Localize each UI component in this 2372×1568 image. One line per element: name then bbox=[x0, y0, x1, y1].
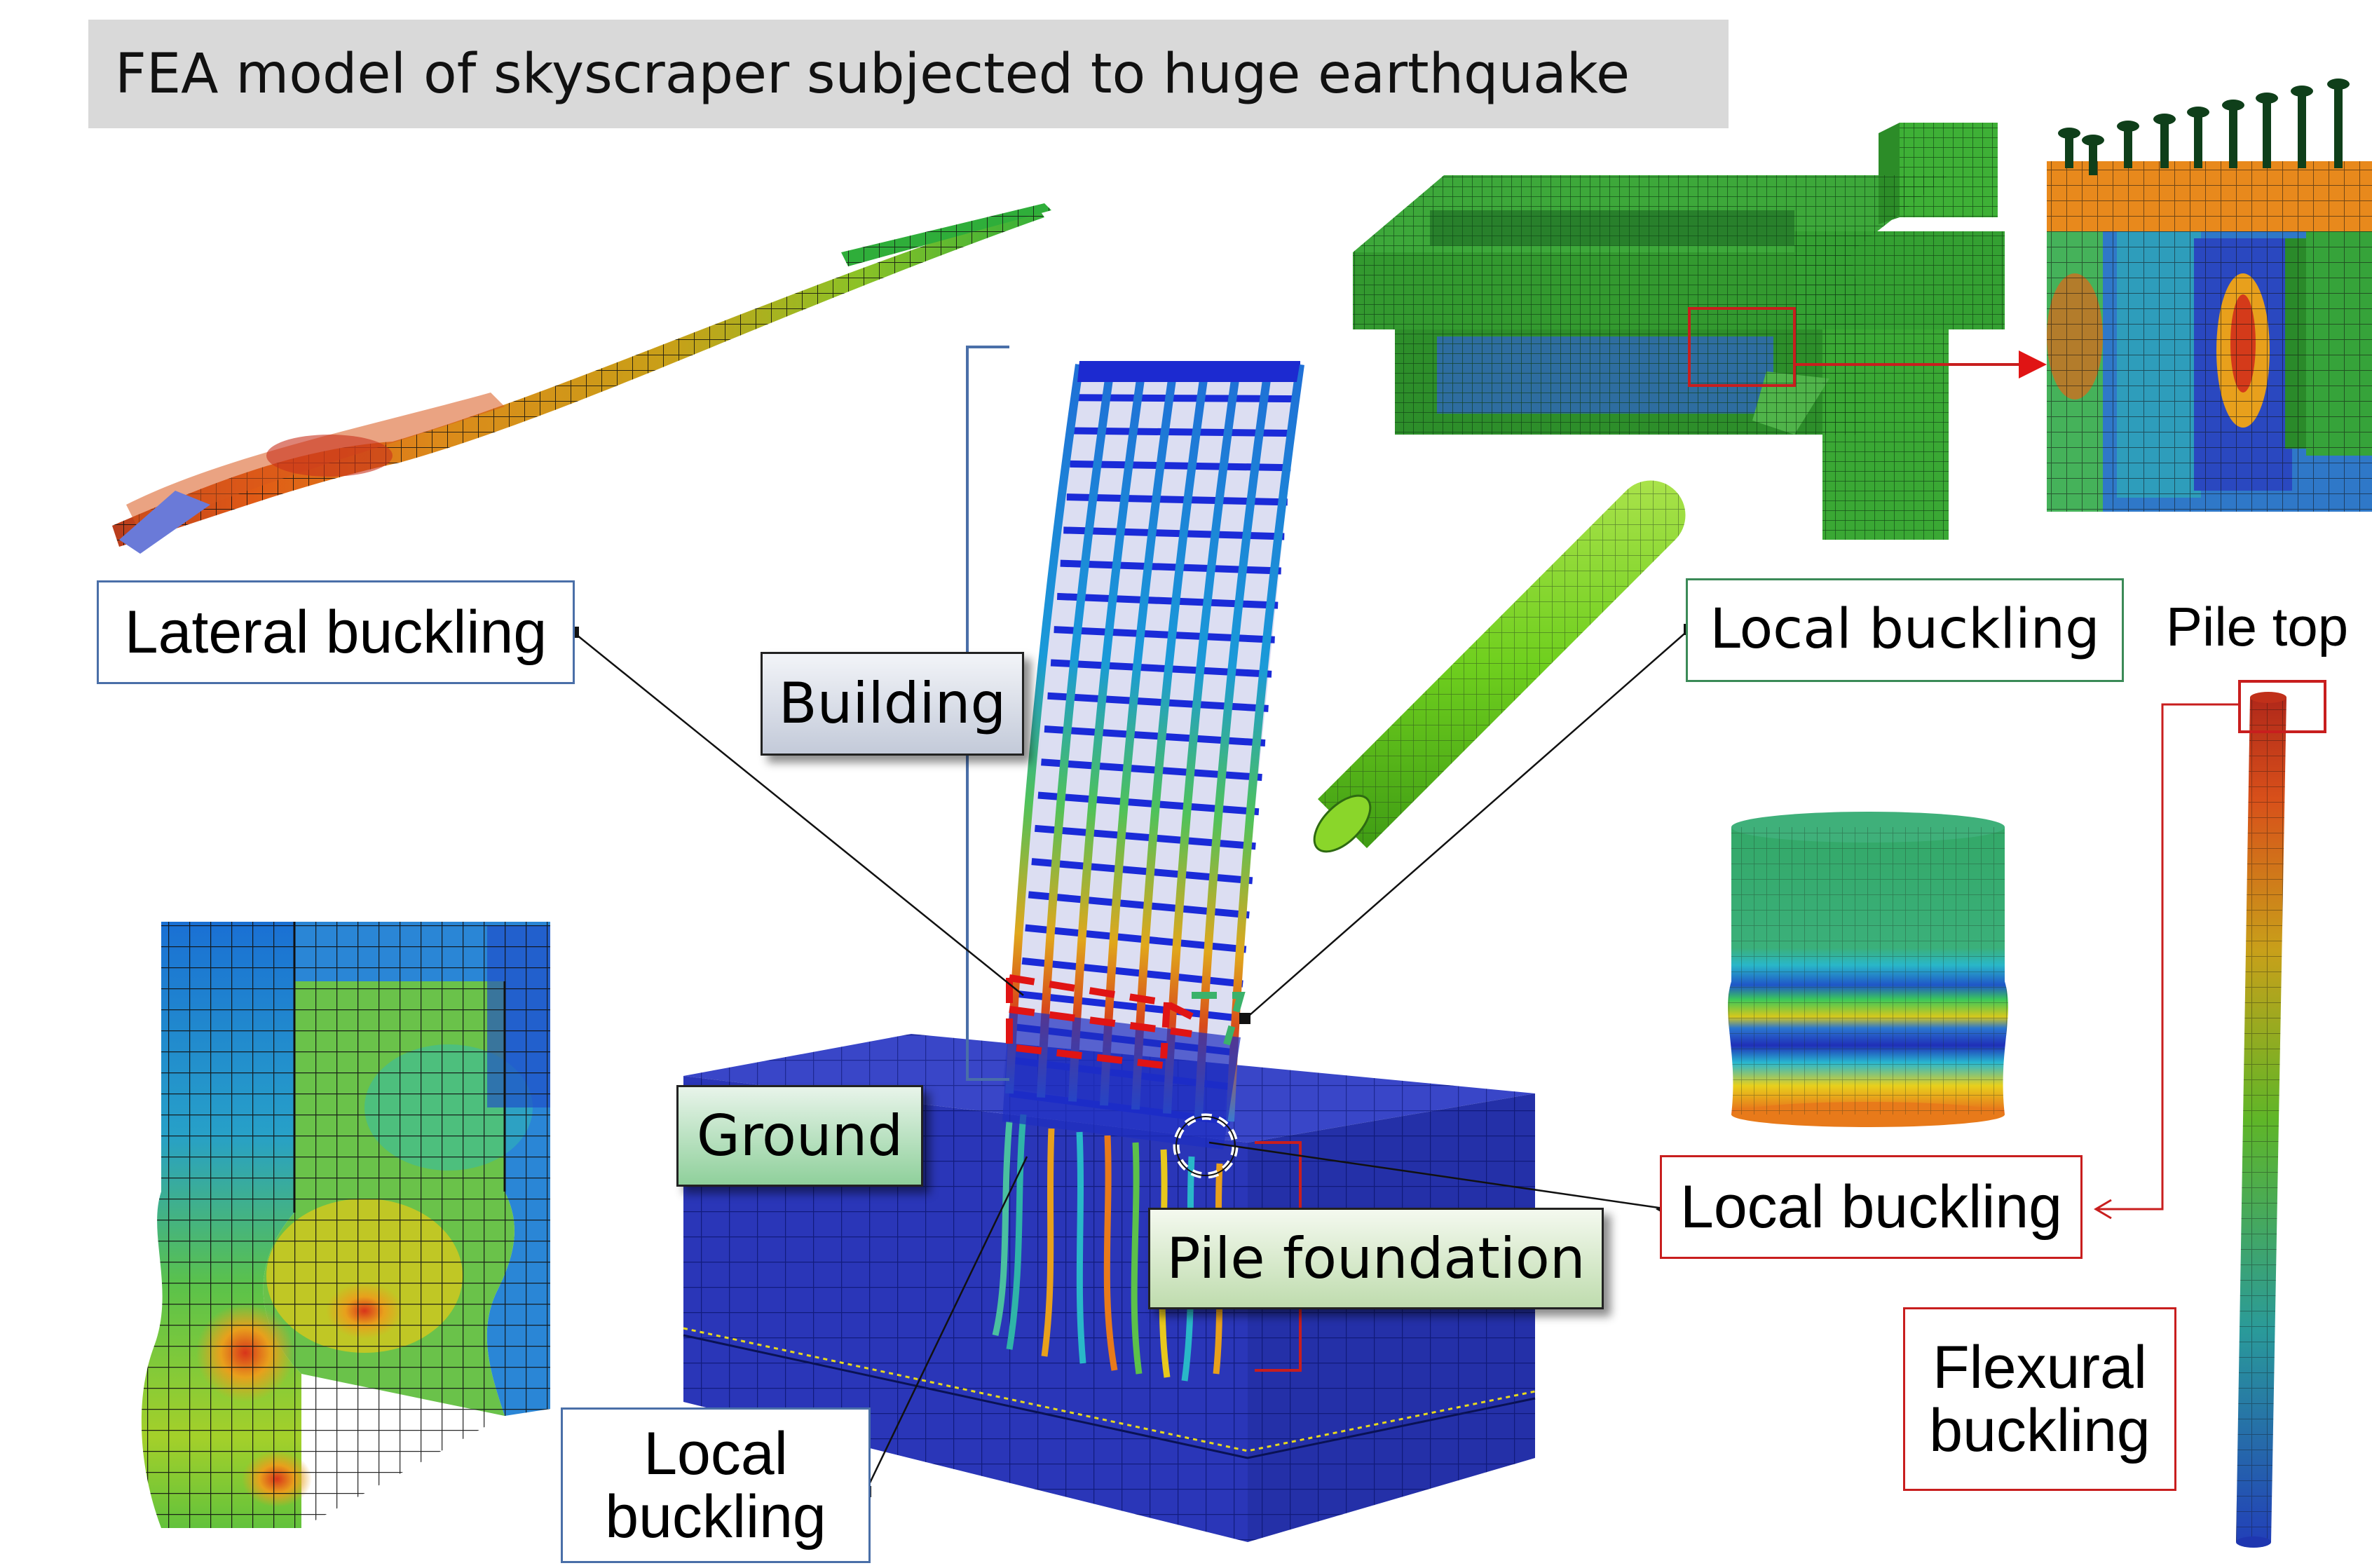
label-local-buckling-column-line2: buckling bbox=[605, 1483, 826, 1550]
label-local-buckling-column-line1: Local bbox=[643, 1419, 788, 1487]
label-building-text: Building bbox=[778, 671, 1007, 736]
box-column-local-buckling-model bbox=[141, 922, 551, 1528]
building-column bbox=[1037, 364, 1115, 1098]
critical-zone-dashes bbox=[1006, 974, 1246, 1069]
label-local-buckling-pile-text: Local buckling bbox=[1679, 1173, 2063, 1241]
zoom-indicator bbox=[1688, 307, 2047, 387]
building-column bbox=[1194, 364, 1273, 1118]
label-pile-foundation: Pile foundation bbox=[1148, 1208, 1604, 1309]
label-local-buckling-column: Local buckling bbox=[561, 1407, 871, 1563]
label-local-buckling-pile: Local buckling bbox=[1660, 1155, 2083, 1259]
label-lateral-buckling-text: Lateral buckling bbox=[124, 598, 547, 666]
pile-top-connector bbox=[2094, 680, 2326, 1220]
beam-column-joint-model bbox=[1353, 123, 2005, 540]
building-column bbox=[1068, 364, 1147, 1102]
lateral-buckling-beam-model bbox=[112, 203, 1051, 554]
page-title: FEA model of skyscraper subjected to hug… bbox=[115, 42, 1630, 106]
label-ground: Ground bbox=[676, 1085, 923, 1187]
title-banner: FEA model of skyscraper subjected to hug… bbox=[88, 20, 1729, 128]
label-lateral-buckling: Lateral buckling bbox=[97, 580, 575, 684]
label-pile-foundation-text: Pile foundation bbox=[1166, 1225, 1586, 1291]
label-flexural-buckling-line1: Flexural bbox=[1933, 1333, 2147, 1401]
label-pile-top: Pile top bbox=[2166, 589, 2372, 666]
flexural-buckling-pile-model bbox=[2236, 692, 2286, 1548]
label-pile-top-text: Pile top bbox=[2166, 596, 2349, 658]
label-local-buckling-tube-text: Local buckling bbox=[1710, 598, 2100, 662]
label-flexural-buckling-line2: buckling bbox=[1929, 1397, 2151, 1464]
label-ground-text: Ground bbox=[696, 1103, 904, 1168]
joint-zoom-detail bbox=[2047, 79, 2372, 512]
building-column bbox=[1005, 364, 1084, 1094]
label-flexural-buckling: Flexural buckling bbox=[1903, 1307, 2176, 1491]
buckled-tube-model bbox=[1313, 480, 1686, 853]
label-local-buckling-tube: Local buckling bbox=[1686, 578, 2124, 682]
leader-lines bbox=[573, 629, 1690, 1492]
label-building: Building bbox=[761, 652, 1024, 756]
local-buckling-cylinder-model bbox=[1728, 812, 2008, 1127]
